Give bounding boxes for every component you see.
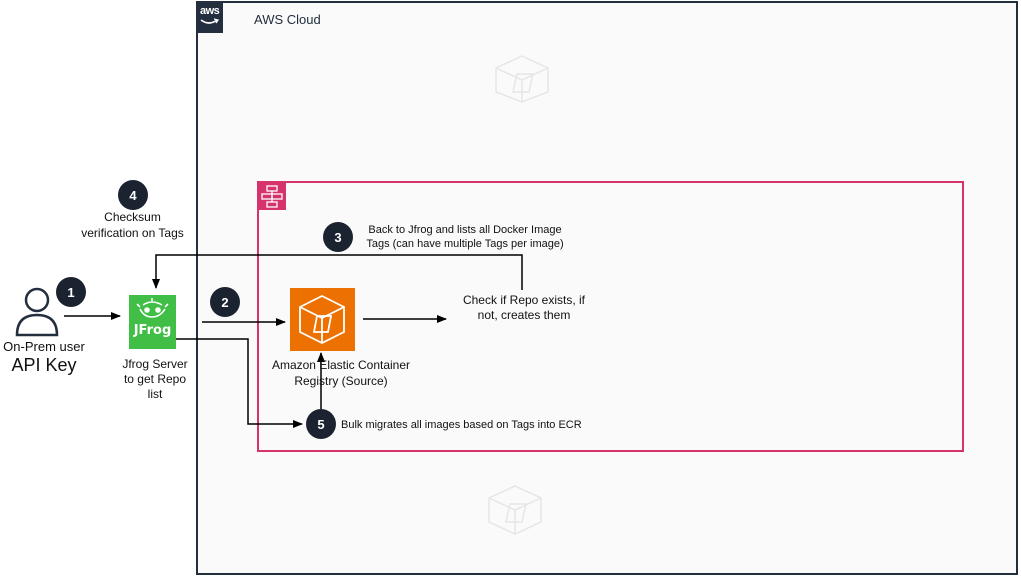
step-2-badge: 2 [210,287,240,317]
step-functions-icon [258,182,286,210]
ecr-label-line1: Amazon Elastic Container [271,358,411,372]
step-3-text-line1: Back to Jfrog and lists all Docker Image [368,224,562,236]
step-4-text-line1: Checksum [104,210,161,224]
step-5-text: Bulk migrates all images based on Tags i… [341,419,582,431]
user-label: On-Prem user [3,339,85,354]
aws-cloud-title: AWS Cloud [254,12,321,27]
step-functions-group [257,181,964,452]
aws-badge-text: aws [200,5,220,17]
step-3-text-line2: Tags (can have multiple Tags per image) [366,238,564,250]
ecr-icon [290,288,355,351]
jfrog-label-line2: to get Repo [123,372,187,386]
ecr-label-line2: Registry (Source) [294,374,388,388]
check-repo-line2: not, creates them [477,308,571,322]
step-3-badge: 3 [323,222,353,252]
check-repo-line1: Check if Repo exists, if [462,293,586,307]
api-key-label: API Key [11,355,77,375]
user-icon [15,287,59,337]
jfrog-logo-text: JFrog [133,323,172,338]
step-1-badge: 1 [56,277,86,307]
jfrog-label-line3: list [147,387,163,401]
jfrog-icon: JFrog [129,295,176,349]
watermark-cube-icon [495,55,549,103]
jfrog-label-line1: Jfrog Server [122,357,188,371]
step-4-badge: 4 [118,180,148,210]
watermark-cube-icon-bottom [488,485,542,535]
arrow-jfrog-to-migrate [176,338,303,428]
step-5-badge: 5 [306,409,336,439]
arrow-back-to-jfrog [152,254,523,290]
aws-logo-icon: aws [196,1,223,33]
step-4-text-line2: verification on Tags [81,226,184,240]
aws-smile-icon [200,18,219,24]
